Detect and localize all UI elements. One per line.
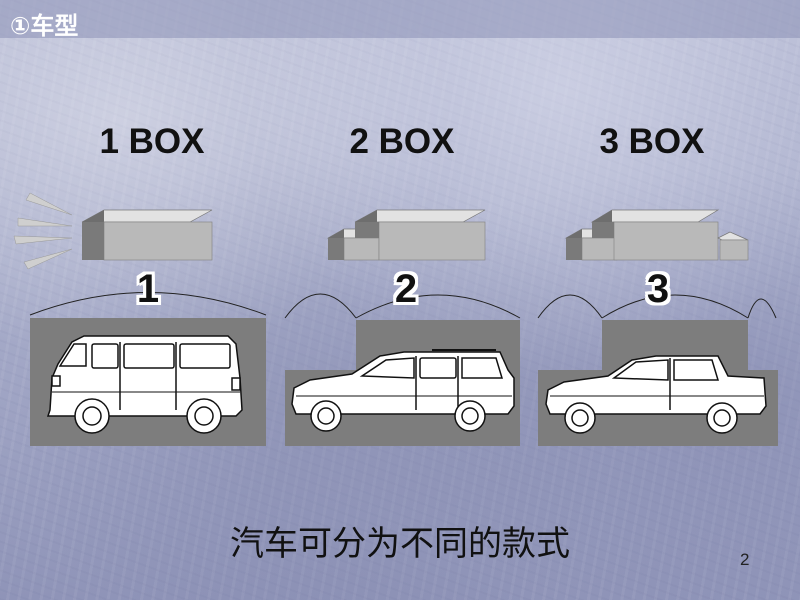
number-1: 1 <box>136 267 160 311</box>
label-2-box: 2 BOX <box>349 122 455 161</box>
title-bar <box>0 0 800 38</box>
section-title: ①车型 <box>10 12 79 40</box>
arc-3a <box>537 294 603 319</box>
label-3-box: 3 BOX <box>599 122 705 161</box>
arc-2b <box>355 294 521 319</box>
arc-2a <box>284 293 357 319</box>
number-2: 2 <box>394 267 418 311</box>
page-number: 2 <box>740 550 750 569</box>
label-1-box: 1 BOX <box>99 122 205 161</box>
one-box-block-icon <box>81 209 213 261</box>
van-icon <box>46 335 243 434</box>
arc-3b <box>601 294 749 319</box>
arc-3c <box>747 298 777 319</box>
two-box-block-icon <box>326 209 486 261</box>
number-3: 3 <box>646 267 670 311</box>
sedan-icon <box>545 355 767 434</box>
three-box-block-icon <box>564 209 749 261</box>
wagon-icon <box>291 349 515 432</box>
arc-1 <box>29 292 267 316</box>
caption: 汽车可分为不同的款式 <box>230 524 570 564</box>
motion-rays <box>13 192 73 270</box>
